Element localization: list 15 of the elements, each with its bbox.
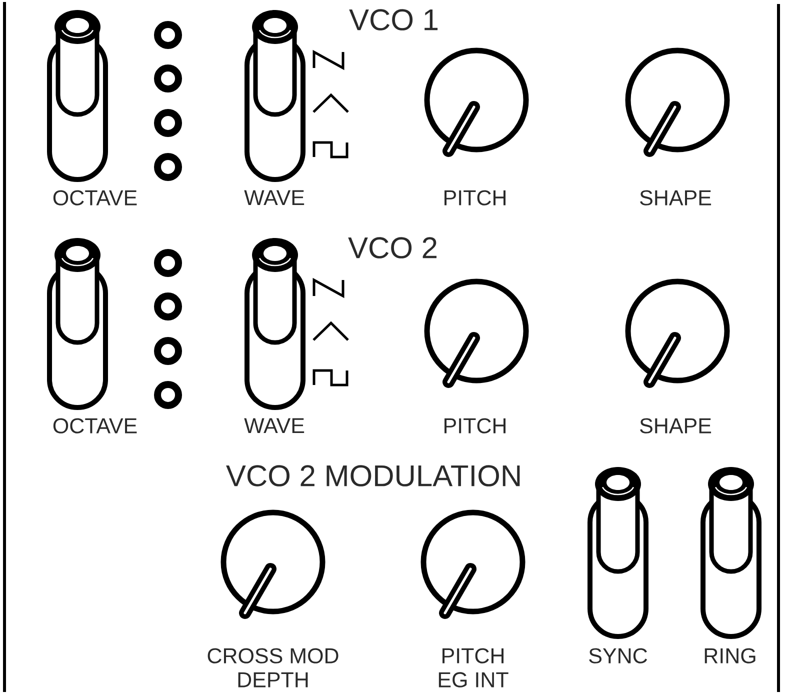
control-label: CROSS MOD DEPTH bbox=[208, 648, 338, 688]
control-label: OCTAVE bbox=[53, 190, 137, 206]
control-label: PITCH EG INT bbox=[438, 648, 508, 688]
control-label: SHAPE bbox=[640, 190, 712, 206]
control-label: RING bbox=[704, 648, 756, 664]
section-heading: VCO 2 bbox=[348, 237, 436, 258]
control-label: PITCH bbox=[444, 190, 506, 206]
control-label: WAVE bbox=[244, 190, 304, 205]
control-label: SHAPE bbox=[640, 418, 712, 434]
control-label: OCTAVE bbox=[53, 418, 137, 434]
control-label: WAVE bbox=[244, 418, 304, 433]
control-label: SYNC bbox=[589, 648, 648, 664]
control-label: PITCH bbox=[444, 418, 506, 434]
section-heading: VCO 2 MODULATION bbox=[226, 465, 520, 486]
section-heading: VCO 1 bbox=[349, 9, 438, 30]
